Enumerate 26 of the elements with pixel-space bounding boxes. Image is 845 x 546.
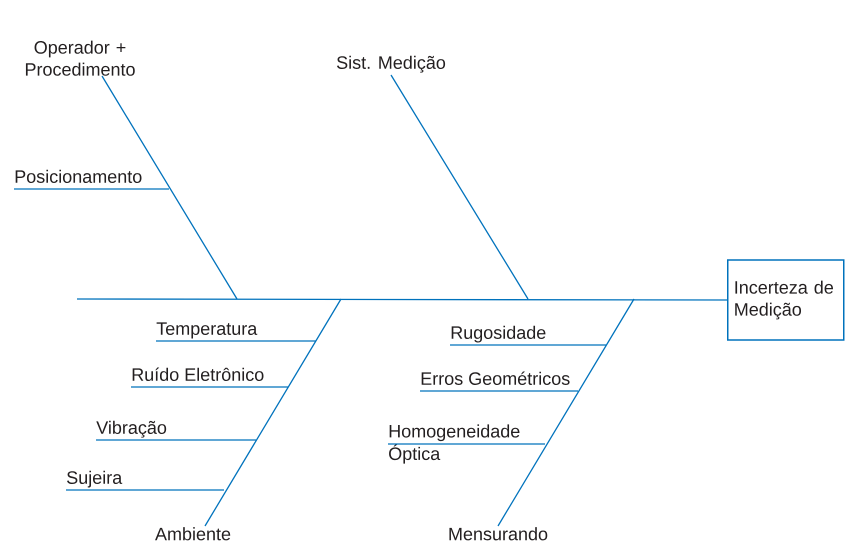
branch-line (388, 443, 545, 445)
branch-line (450, 344, 606, 346)
branch-line (96, 439, 256, 441)
cause-label: Homogeneidade Óptica (389, 424, 520, 464)
branch-line (66, 489, 224, 491)
cause-label: Erros Geométricos (422, 372, 570, 385)
cause-label: Ruído Eletrônico (132, 368, 264, 381)
bone-line (390, 74, 529, 300)
category-label: Operador + Procedimento (26, 40, 135, 76)
bone-line (497, 298, 635, 526)
spine-line (77, 298, 728, 301)
cause-label: Rugosidade (452, 326, 546, 343)
cause-label: Posicionamento (16, 170, 142, 183)
effect-box: Incerteza de Medição (727, 259, 845, 341)
branch-line (156, 340, 316, 342)
branch-line (420, 390, 578, 392)
cause-label: Sujeira (67, 470, 122, 488)
cause-label: Temperatura (156, 322, 258, 339)
bone-line (204, 298, 342, 526)
category-label: Sist. Medição (336, 56, 446, 73)
branch-line (131, 386, 288, 388)
cause-label: Vibração (96, 420, 166, 438)
bone-line (101, 76, 238, 300)
category-label: Mensurando (449, 527, 548, 540)
branch-line (14, 188, 169, 190)
category-label: Ambiente (155, 527, 230, 540)
